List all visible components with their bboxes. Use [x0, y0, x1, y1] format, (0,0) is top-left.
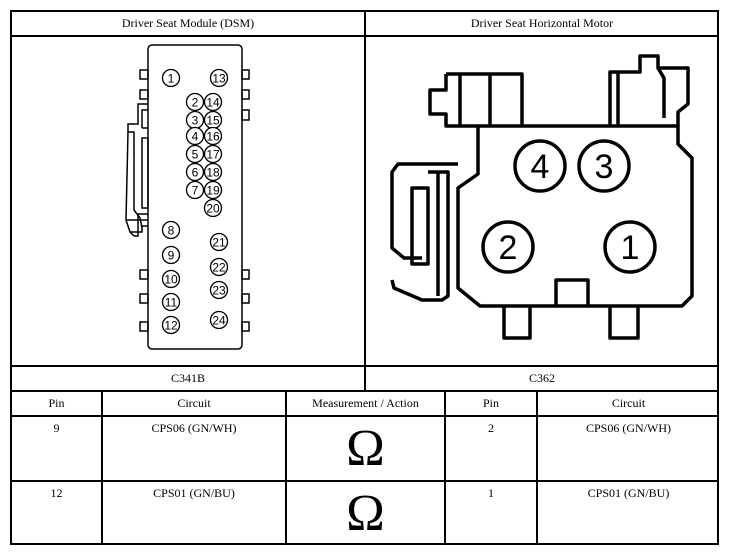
pin-cell: 12 — [50, 486, 63, 500]
circuit-cell: CPS01 (GN/BU) — [587, 486, 670, 500]
right-component-title: Driver Seat Horizontal Motor — [470, 16, 614, 30]
pin-label: 23 — [212, 284, 226, 298]
pin-circle — [603, 220, 657, 274]
pin-label: 22 — [212, 261, 226, 275]
divider — [10, 365, 719, 367]
connector-pins: 1 2 3 4 — [481, 139, 657, 274]
pin-label: 7 — [192, 184, 199, 198]
pin-label: 11 — [165, 296, 178, 310]
col-header-measurement: Measurement / Action — [312, 396, 419, 410]
right-connector-label: C362 — [528, 371, 555, 385]
pin-label: 16 — [206, 130, 220, 144]
divider — [10, 415, 719, 417]
pin-circle — [577, 139, 631, 193]
pin-label: 1 — [168, 72, 175, 86]
pin-circle — [161, 292, 181, 312]
pin-label: 21 — [212, 236, 226, 250]
circuit-cell: CPS06 (GN/WH) — [151, 421, 237, 435]
pin-circle — [185, 126, 205, 146]
pin-label: 17 — [206, 148, 220, 162]
pin-circle — [513, 139, 567, 193]
pin-circle — [203, 162, 223, 182]
pin-circle — [161, 68, 181, 88]
col-header-circuit: Circuit — [611, 396, 646, 410]
divider — [364, 10, 366, 390]
ohm-symbol-icon: Ω — [346, 485, 385, 542]
pin-label: 3 — [595, 148, 614, 186]
pin-circle — [161, 220, 181, 240]
pin-circle — [161, 245, 181, 265]
pin-label: 3 — [192, 114, 199, 128]
pin-label: 10 — [164, 273, 178, 287]
pin-circle — [203, 126, 223, 146]
pin-label: 15 — [206, 114, 220, 128]
pin-label: 6 — [192, 166, 199, 180]
col-header-pin: Pin — [482, 396, 499, 410]
pin-circle — [185, 180, 205, 200]
col-header-circuit: Circuit — [177, 396, 211, 410]
col-header-pin: Pin — [48, 396, 65, 410]
pin-label: 19 — [206, 184, 220, 198]
pin-circle — [209, 232, 229, 252]
pin-circle — [203, 198, 223, 218]
pin-label: 5 — [192, 148, 199, 162]
pin-label: 13 — [212, 72, 226, 86]
pin-circle — [209, 257, 229, 277]
divider — [101, 390, 103, 545]
pin-label: 4 — [192, 130, 199, 144]
circuit-cell: CPS01 (GN/BU) — [153, 486, 235, 500]
pin-circle — [185, 144, 205, 164]
pin-circle — [185, 92, 205, 112]
pin-circle — [209, 310, 229, 330]
pin-circle — [209, 68, 229, 88]
pin-label: 8 — [168, 224, 175, 238]
pin-circle — [209, 280, 229, 300]
pin-label: 2 — [499, 229, 518, 267]
ohm-symbol-icon: Ω — [346, 420, 385, 477]
pin-circle — [185, 162, 205, 182]
circuit-cell: CPS06 (GN/WH) — [585, 421, 671, 435]
pin-label: 18 — [206, 166, 220, 180]
pin-circle — [203, 92, 223, 112]
pin-label: 2 — [192, 96, 199, 110]
pin-circle — [161, 315, 181, 335]
pin-circle — [203, 144, 223, 164]
divider — [536, 390, 538, 545]
pin-label: 1 — [621, 229, 640, 267]
pin-label: 20 — [206, 202, 220, 216]
pin-label: 24 — [212, 314, 226, 328]
left-component-title: Driver Seat Module (DSM) — [121, 16, 255, 30]
pin-label: 14 — [206, 96, 220, 110]
pin-circle — [481, 220, 535, 274]
pin-cell: 1 — [488, 486, 494, 500]
divider — [10, 480, 719, 482]
left-connector-label: C341B — [170, 371, 205, 385]
pin-circle — [161, 269, 181, 289]
pin-cell: 9 — [53, 421, 60, 435]
pin-label: 4 — [531, 148, 550, 186]
divider — [444, 390, 446, 545]
pin-cell: 2 — [488, 421, 494, 435]
divider — [10, 390, 719, 392]
connector-c362-diagram: 1 2 3 4 — [390, 54, 694, 340]
divider — [285, 390, 287, 545]
pin-label: 9 — [168, 249, 175, 263]
pin-label: 12 — [164, 319, 178, 333]
pin-circle — [203, 180, 223, 200]
